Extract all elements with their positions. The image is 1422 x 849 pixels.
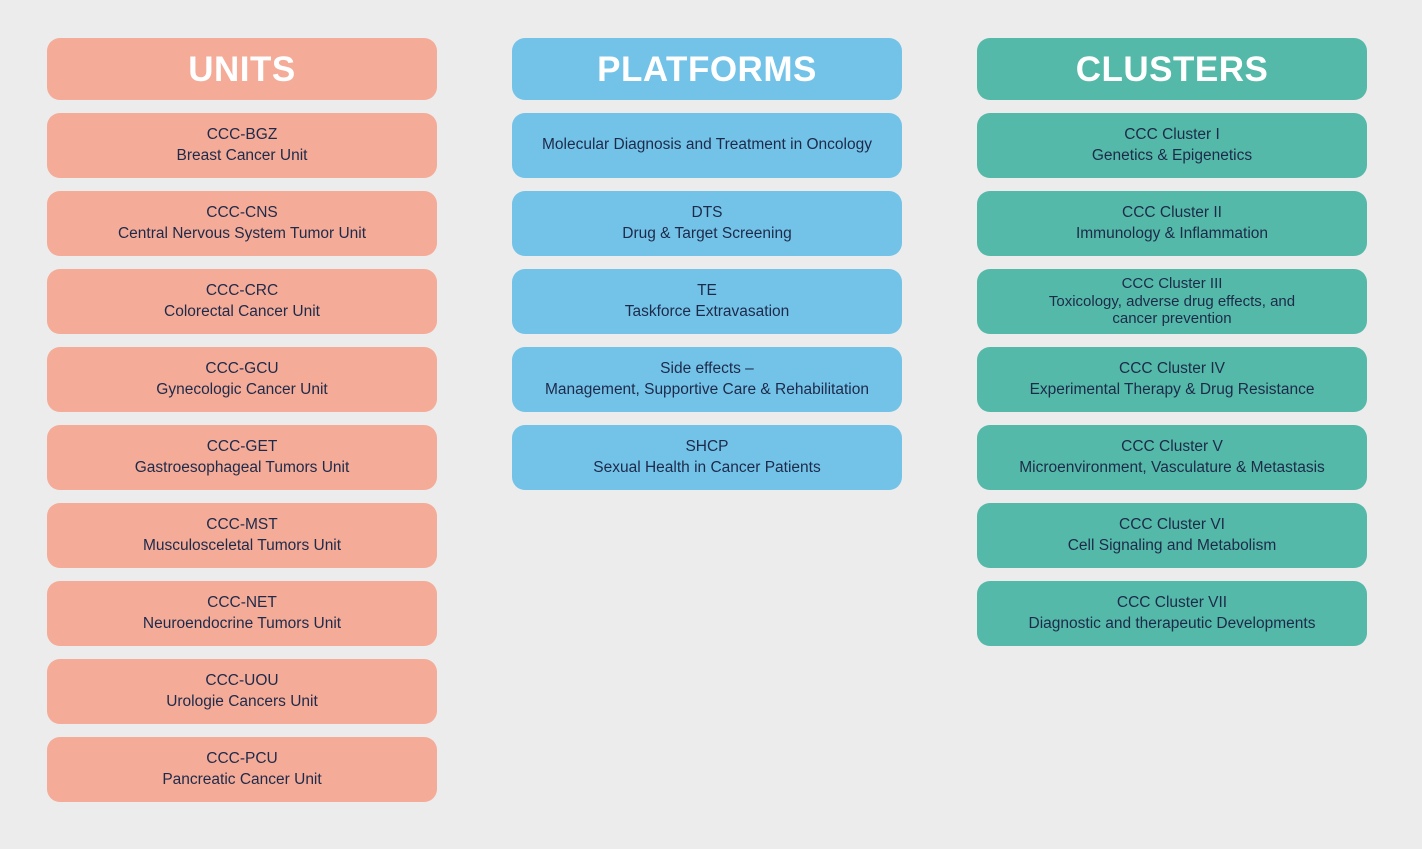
platform-name: Management, Supportive Care & Rehabilita… <box>545 380 869 398</box>
platform-code: DTS <box>691 204 723 222</box>
cluster-name: Genetics & Epigenetics <box>1091 146 1253 164</box>
unit-name: Central Nervous System Tumor Unit <box>117 224 367 242</box>
platform-name: Drug & Target Screening <box>622 224 792 242</box>
unit-name: Gastroesophageal Tumors Unit <box>134 458 350 476</box>
platform-card-side-effects[interactable]: Side effects – Management, Supportive Ca… <box>512 347 902 412</box>
cluster-name: Cell Signaling and Metabolism <box>1067 536 1277 554</box>
unit-card-ccc-mst[interactable]: CCC-MST Musculosceletal Tumors Unit <box>47 503 437 568</box>
column-header-platforms: PLATFORMS <box>512 38 902 100</box>
cluster-card-v[interactable]: CCC Cluster V Microenvironment, Vasculat… <box>977 425 1367 490</box>
unit-name: Pancreatic Cancer Unit <box>162 770 322 788</box>
unit-name: Breast Cancer Unit <box>176 146 308 164</box>
cluster-code: CCC Cluster II <box>1122 204 1222 222</box>
unit-card-ccc-uou[interactable]: CCC-UOU Urologie Cancers Unit <box>47 659 437 724</box>
cluster-card-ii[interactable]: CCC Cluster II Immunology & Inflammation <box>977 191 1367 256</box>
cluster-code: CCC Cluster IV <box>1119 360 1225 378</box>
unit-code: CCC-PCU <box>206 750 278 768</box>
platform-name: Molecular Diagnosis and Treatment in Onc… <box>542 136 872 154</box>
cluster-name: Diagnostic and therapeutic Developments <box>1028 614 1316 632</box>
unit-code: CCC-GCU <box>205 360 279 378</box>
unit-code: CCC-BGZ <box>206 126 278 144</box>
unit-card-ccc-net[interactable]: CCC-NET Neuroendocrine Tumors Unit <box>47 581 437 646</box>
platform-card-molecular-diagnosis[interactable]: Molecular Diagnosis and Treatment in Onc… <box>512 113 902 178</box>
unit-name: Colorectal Cancer Unit <box>164 302 320 320</box>
unit-code: CCC-UOU <box>205 672 279 690</box>
cluster-code: CCC Cluster VII <box>1116 594 1228 612</box>
cluster-card-i[interactable]: CCC Cluster I Genetics & Epigenetics <box>977 113 1367 178</box>
unit-card-ccc-get[interactable]: CCC-GET Gastroesophageal Tumors Unit <box>47 425 437 490</box>
platform-card-shcp[interactable]: SHCP Sexual Health in Cancer Patients <box>512 425 902 490</box>
cluster-card-iii[interactable]: CCC Cluster III Toxicology, adverse drug… <box>977 269 1367 334</box>
platform-name: Taskforce Extravasation <box>624 302 790 320</box>
unit-card-ccc-cns[interactable]: CCC-CNS Central Nervous System Tumor Uni… <box>47 191 437 256</box>
platform-code: SHCP <box>685 438 729 456</box>
unit-name: Musculosceletal Tumors Unit <box>142 536 342 554</box>
unit-code: CCC-CRC <box>205 282 279 300</box>
cluster-name-cont: cancer prevention <box>1112 310 1232 328</box>
unit-name: Urologie Cancers Unit <box>166 692 318 710</box>
cluster-name: Immunology & Inflammation <box>1075 224 1269 242</box>
column-header-units: UNITS <box>47 38 437 100</box>
column-platforms: PLATFORMS Molecular Diagnosis and Treatm… <box>512 38 902 490</box>
column-clusters: CLUSTERS CCC Cluster I Genetics & Epigen… <box>977 38 1367 646</box>
cluster-name: Microenvironment, Vasculature & Metastas… <box>1019 458 1325 476</box>
unit-card-ccc-gcu[interactable]: CCC-GCU Gynecologic Cancer Unit <box>47 347 437 412</box>
platform-code: Side effects – <box>660 360 754 378</box>
cluster-code: CCC Cluster I <box>1124 126 1220 144</box>
platform-code: TE <box>697 282 717 300</box>
unit-card-ccc-pcu[interactable]: CCC-PCU Pancreatic Cancer Unit <box>47 737 437 802</box>
cluster-code: CCC Cluster VI <box>1119 516 1225 534</box>
unit-code: CCC-CNS <box>206 204 278 222</box>
platform-name: Sexual Health in Cancer Patients <box>593 458 821 476</box>
unit-code: CCC-MST <box>206 516 278 534</box>
unit-name: Gynecologic Cancer Unit <box>156 380 328 398</box>
column-units: UNITS CCC-BGZ Breast Cancer Unit CCC-CNS… <box>47 38 437 802</box>
cluster-card-vii[interactable]: CCC Cluster VII Diagnostic and therapeut… <box>977 581 1367 646</box>
platform-card-te[interactable]: TE Taskforce Extravasation <box>512 269 902 334</box>
cluster-code: CCC Cluster III <box>1121 275 1223 293</box>
column-header-clusters: CLUSTERS <box>977 38 1367 100</box>
cluster-code: CCC Cluster V <box>1121 438 1223 456</box>
unit-code: CCC-NET <box>207 594 277 612</box>
unit-card-ccc-crc[interactable]: CCC-CRC Colorectal Cancer Unit <box>47 269 437 334</box>
cluster-name: Toxicology, adverse drug effects, and <box>1048 292 1296 310</box>
cluster-card-vi[interactable]: CCC Cluster VI Cell Signaling and Metabo… <box>977 503 1367 568</box>
cluster-name: Experimental Therapy & Drug Resistance <box>1029 380 1315 398</box>
unit-name: Neuroendocrine Tumors Unit <box>142 614 342 632</box>
cluster-card-iv[interactable]: CCC Cluster IV Experimental Therapy & Dr… <box>977 347 1367 412</box>
unit-card-ccc-bgz[interactable]: CCC-BGZ Breast Cancer Unit <box>47 113 437 178</box>
platform-card-dts[interactable]: DTS Drug & Target Screening <box>512 191 902 256</box>
unit-code: CCC-GET <box>206 438 278 456</box>
